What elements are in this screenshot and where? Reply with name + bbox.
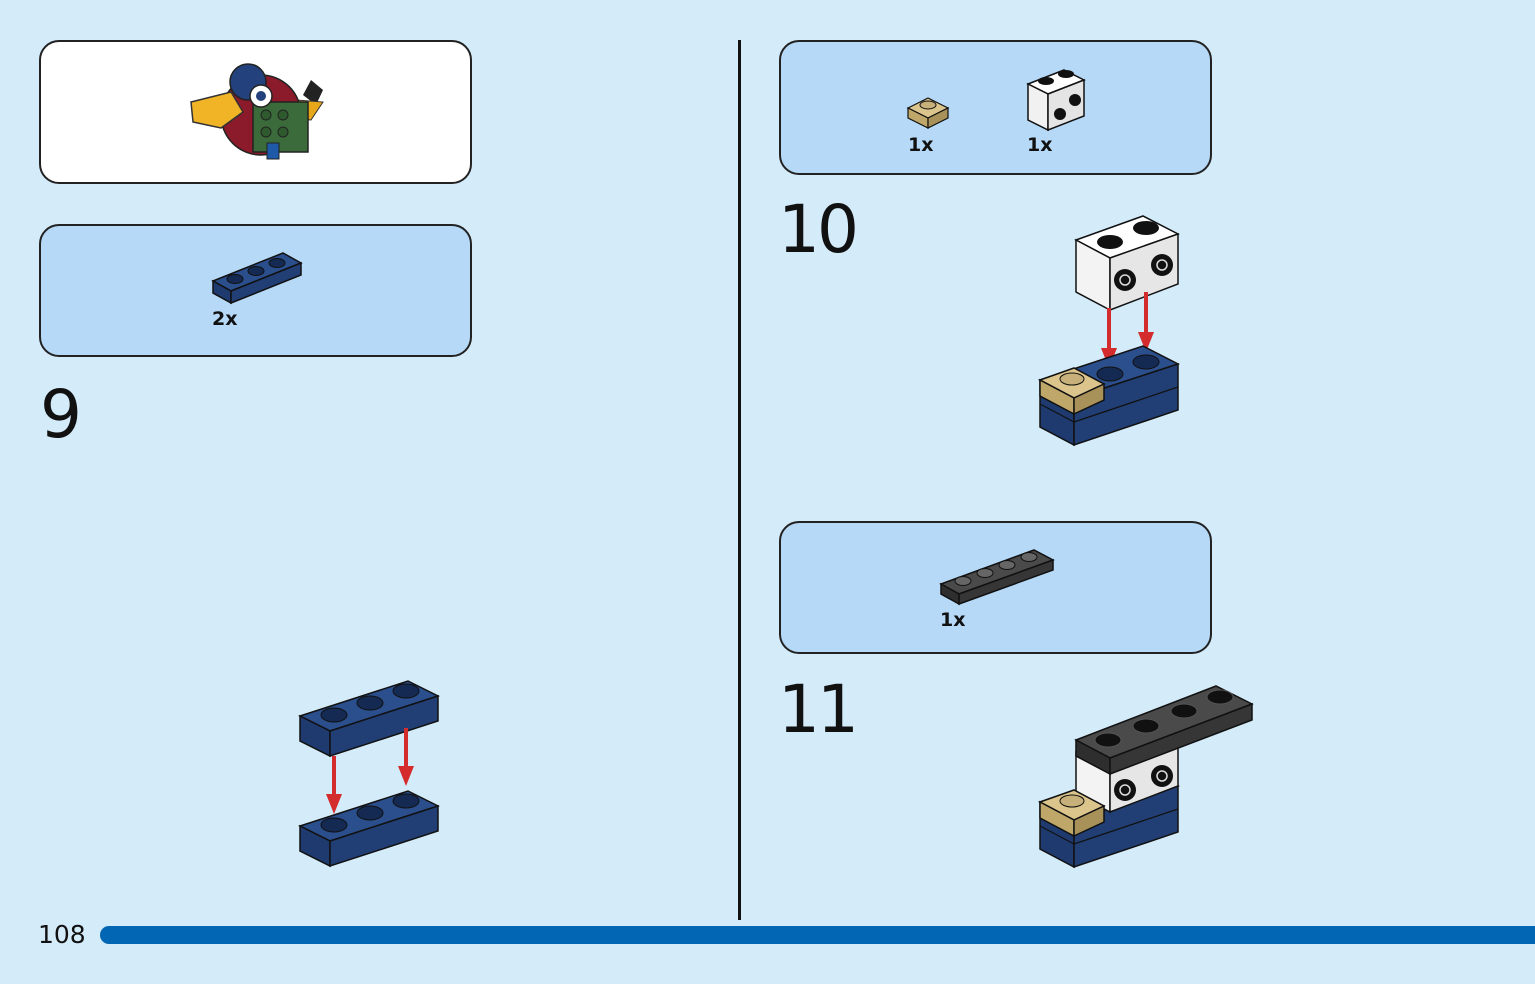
base-plates (1038, 345, 1180, 447)
black-plate-on-top-assembly-icon (1038, 685, 1254, 869)
stacked-plates-assembly-icon (298, 680, 440, 868)
tan-plate-1x1-icon (906, 97, 950, 129)
red-arrows (1101, 292, 1154, 368)
step-number-10: 10 (778, 191, 859, 268)
white-brick-onto-base-assembly-icon (1038, 215, 1180, 447)
step-number-11: 11 (778, 671, 859, 748)
top-plate (298, 680, 440, 758)
step-number-9: 9 (40, 376, 82, 453)
parts-box-step-10: 1x 1x (779, 40, 1212, 175)
white-brick-with-studs-icon (1026, 69, 1086, 132)
parts-box-step-11: 1x (779, 521, 1212, 654)
preview-box (39, 40, 472, 184)
white-brick (1074, 215, 1180, 312)
part-quantity: 1x (940, 609, 966, 631)
black-plate (1074, 685, 1254, 776)
black-plate-1x4-icon (939, 549, 1055, 606)
part-quantity: 1x (908, 134, 934, 156)
footer-accent-bar (100, 926, 1535, 944)
bird-model-icon (190, 63, 324, 160)
part-quantity: 1x (1027, 134, 1053, 156)
page-divider (738, 40, 741, 920)
part-quantity: 2x (212, 308, 238, 330)
page-number: 108 (38, 920, 86, 949)
dark-blue-plate-1x3-icon (211, 252, 303, 305)
parts-box-step-9: 2x (39, 224, 472, 357)
red-arrows (326, 728, 414, 814)
bottom-plate (298, 790, 440, 868)
tan-plate (1038, 789, 1106, 838)
